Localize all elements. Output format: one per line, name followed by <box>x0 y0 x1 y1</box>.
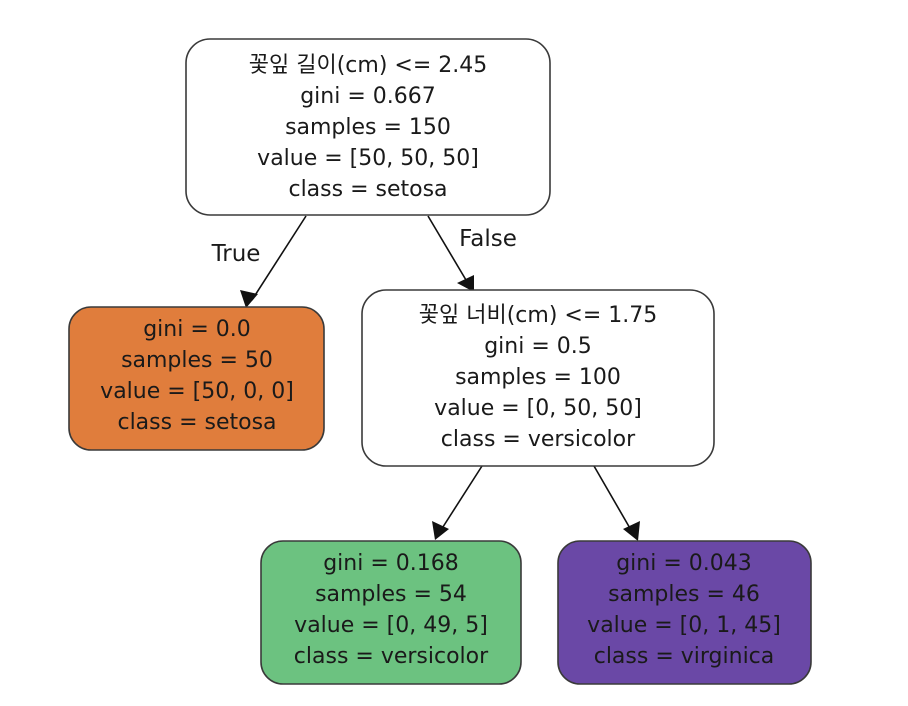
node-right-samples: samples = 100 <box>455 365 621 390</box>
node-root-class: class = setosa <box>288 177 447 202</box>
node-right-right-leaf: gini = 0.043 samples = 46 value = [0, 1,… <box>557 540 812 685</box>
node-left-gini: gini = 0.0 <box>143 317 251 342</box>
edge-right-to-right-left-arrowhead <box>432 521 449 540</box>
node-left-leaf: gini = 0.0 samples = 50 value = [50, 0, … <box>68 306 325 451</box>
true-edge-label: True <box>211 241 261 267</box>
node-left-value: value = [50, 0, 0] <box>100 379 294 404</box>
node-right-box <box>361 289 715 467</box>
node-right-left-value: value = [0, 49, 5] <box>294 613 488 638</box>
node-right-left-class: class = versicolor <box>294 644 489 669</box>
edges <box>240 215 640 541</box>
node-right-right-class: class = virginica <box>594 644 775 669</box>
edge-right-to-right-left <box>440 465 483 531</box>
node-right-left-leaf: gini = 0.168 samples = 54 value = [0, 49… <box>260 540 522 685</box>
node-root-split: 꽃잎 길이(cm) <= 2.45 <box>249 53 487 78</box>
node-right-gini: gini = 0.5 <box>484 334 592 359</box>
node-right-right-gini: gini = 0.043 <box>616 551 752 576</box>
node-root: 꽃잎 길이(cm) <= 2.45 gini = 0.667 samples =… <box>185 38 551 216</box>
edge-root-to-right-arrowhead <box>457 275 474 292</box>
node-right-class: class = versicolor <box>441 427 636 452</box>
node-right-right-samples: samples = 46 <box>608 582 760 607</box>
node-right: 꽃잎 너비(cm) <= 1.75 gini = 0.5 samples = 1… <box>361 289 715 467</box>
edge-root-to-left <box>251 215 307 301</box>
node-right-left-samples: samples = 54 <box>315 582 467 607</box>
node-root-samples: samples = 150 <box>285 115 451 140</box>
edge-root-to-left-arrowhead <box>240 290 258 308</box>
node-root-box <box>185 38 551 216</box>
node-right-right-box <box>557 540 812 685</box>
node-right-value: value = [0, 50, 50] <box>434 396 642 421</box>
node-right-left-gini: gini = 0.168 <box>323 551 459 576</box>
node-right-left-box <box>260 540 522 685</box>
node-right-right-value: value = [0, 1, 45] <box>587 613 781 638</box>
edge-right-to-right-right-arrowhead <box>623 521 640 541</box>
node-root-value: value = [50, 50, 50] <box>257 146 479 171</box>
node-left-box <box>68 306 325 451</box>
node-right-split: 꽃잎 너비(cm) <= 1.75 <box>419 303 657 328</box>
node-left-class: class = setosa <box>117 410 276 435</box>
node-left-samples: samples = 50 <box>121 348 273 373</box>
edge-root-to-right <box>427 215 467 281</box>
node-root-gini: gini = 0.667 <box>300 84 436 109</box>
false-edge-label: False <box>459 226 517 252</box>
edge-right-to-right-right <box>593 465 632 531</box>
